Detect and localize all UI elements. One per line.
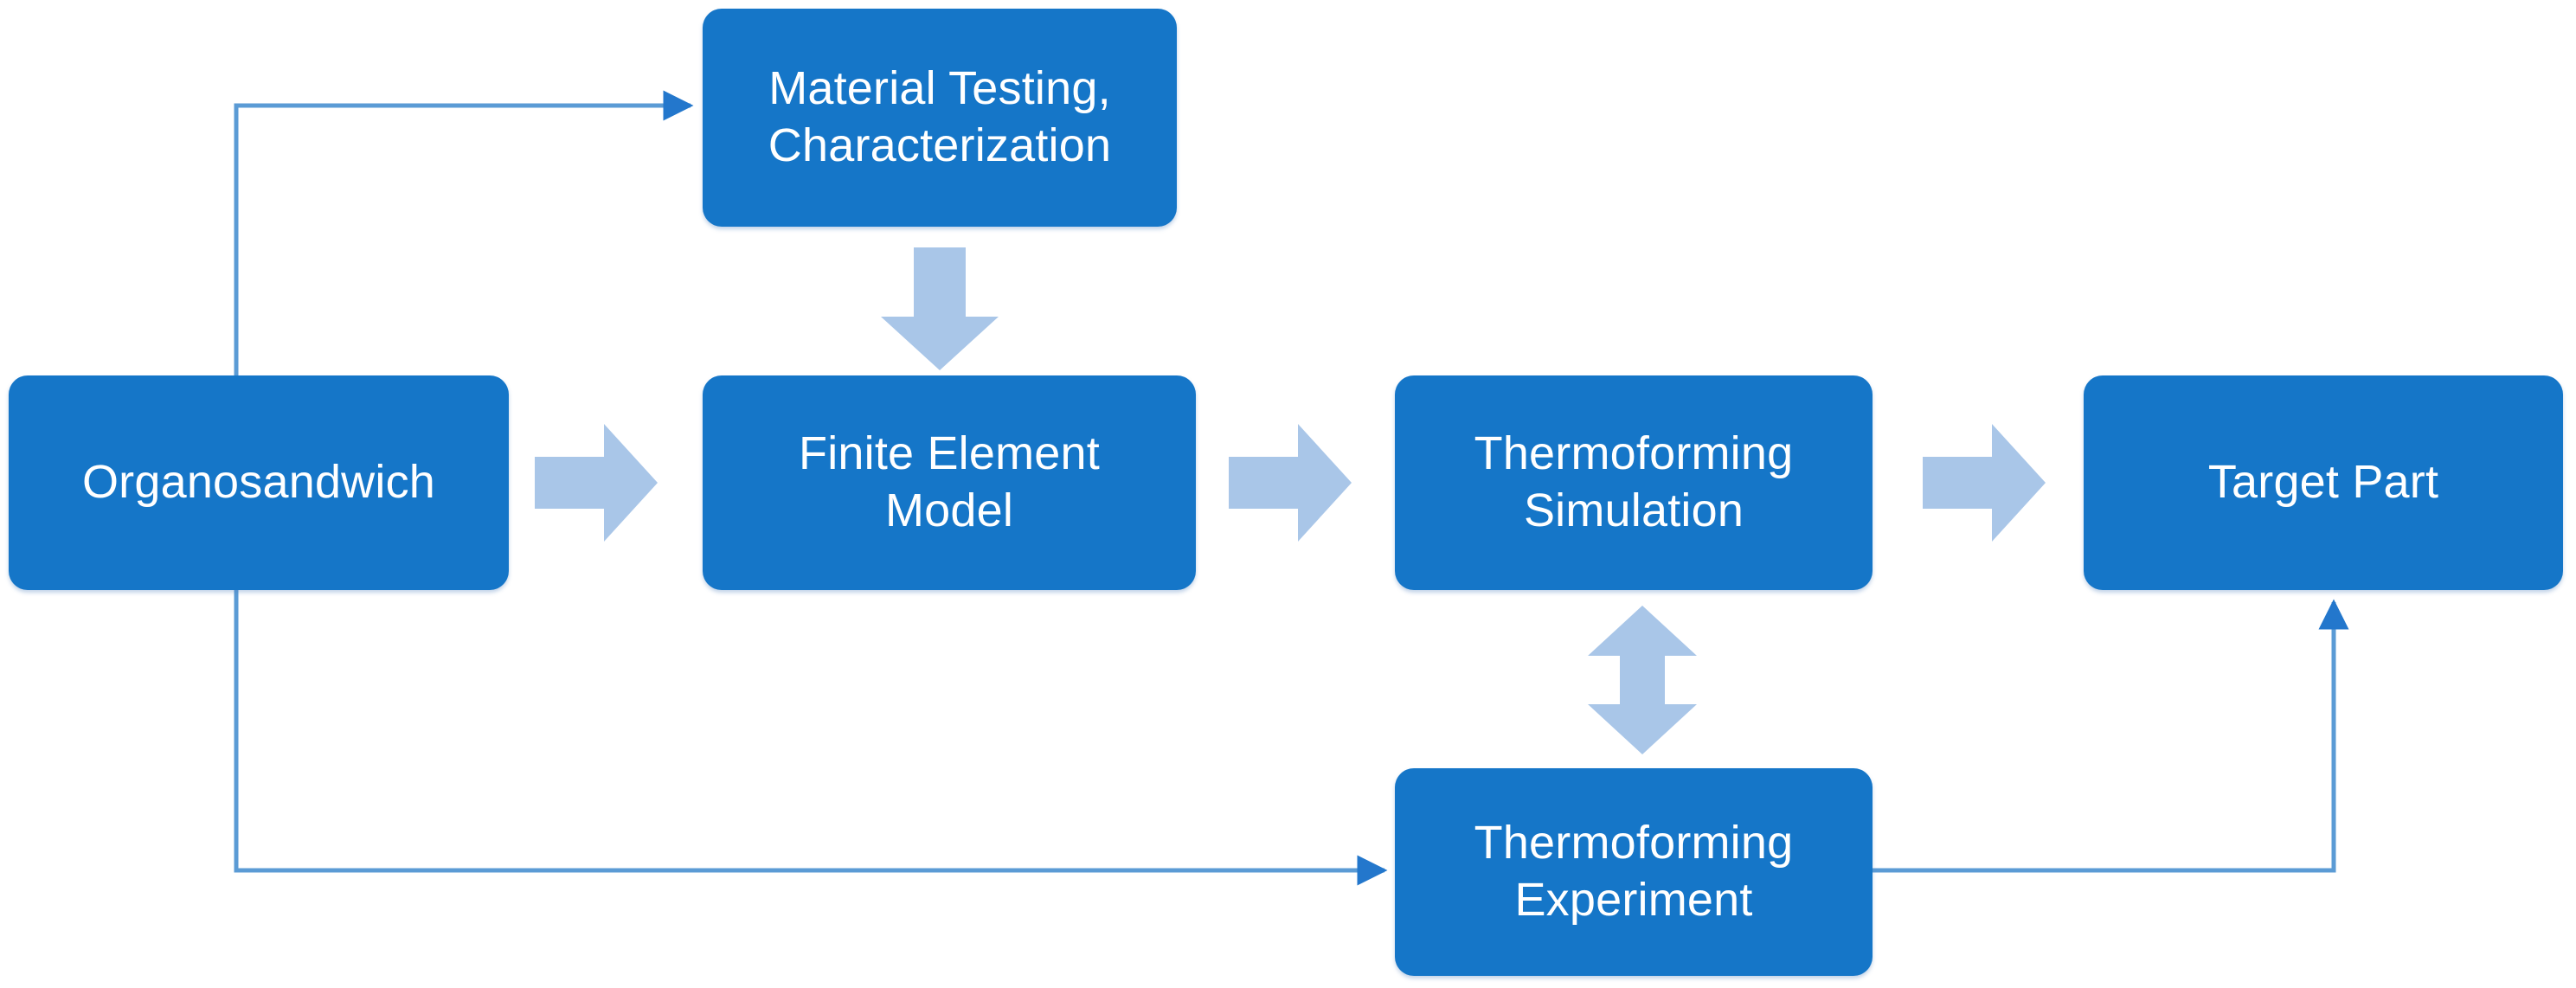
arrow-simulation-to-target-icon (1923, 424, 2046, 542)
arrow-organosandwich-to-fem-icon (535, 424, 658, 542)
node-material-testing[interactable]: Material Testing, Characterization (703, 9, 1177, 227)
node-thermoforming-experiment[interactable]: Thermoforming Experiment (1395, 768, 1873, 976)
node-finite-element-model[interactable]: Finite Element Model (703, 375, 1196, 590)
line-organosandwich-to-material-testing (234, 90, 694, 375)
node-target-part[interactable]: Target Part (2084, 375, 2563, 590)
node-thermoforming-simulation[interactable]: Thermoforming Simulation (1395, 375, 1873, 590)
arrow-simulation-experiment-bidirectional-icon (1588, 606, 1697, 754)
line-organosandwich-to-thermoforming-experiment (234, 590, 1388, 886)
line-thermoforming-experiment-to-target-part (1873, 599, 2349, 873)
arrow-material-testing-to-fem-icon (881, 247, 999, 370)
node-organosandwich[interactable]: Organosandwich (9, 375, 509, 590)
arrow-fem-to-simulation-icon (1229, 424, 1352, 542)
